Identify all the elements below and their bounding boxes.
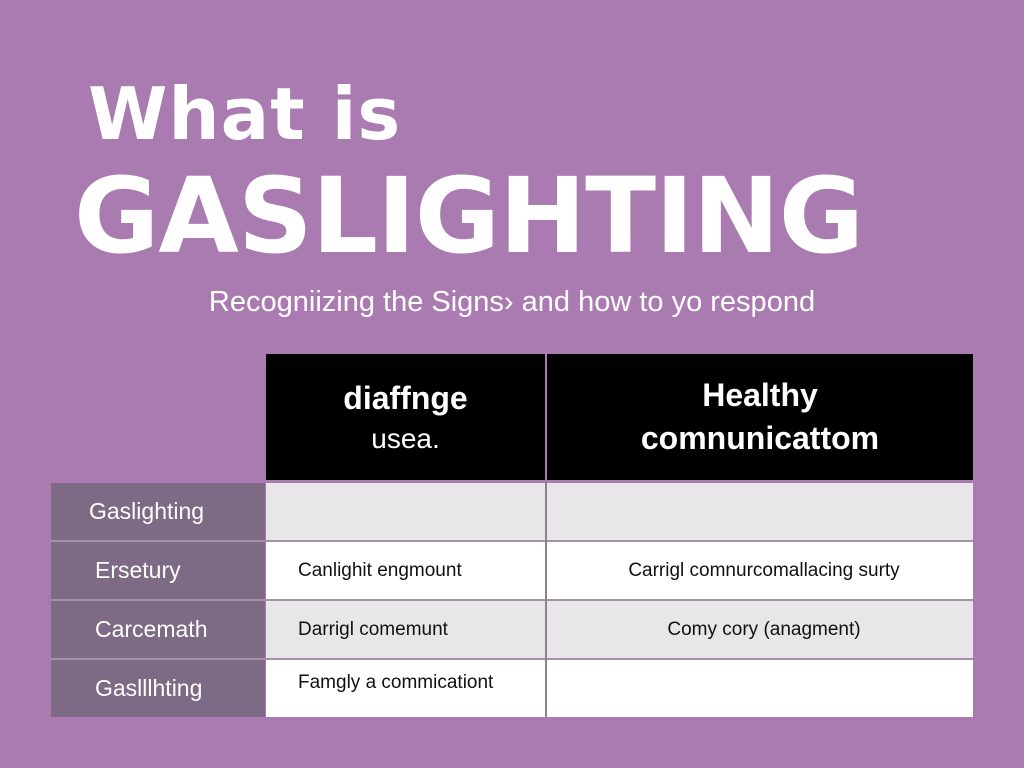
table-cell <box>266 483 545 540</box>
title-line-1: What is <box>88 72 402 156</box>
table-cell: Carrigl comnurcomallacing surty <box>547 542 973 599</box>
column-header-2-title: Healthy <box>702 376 818 413</box>
row-divider <box>51 658 973 660</box>
column-header-1-title: diaffnge <box>343 379 468 416</box>
row-label: Gaslighting <box>51 483 265 540</box>
table-cell: Comy cory (anagment) <box>547 601 973 658</box>
column-header-1: diaffnge usea. <box>266 354 545 480</box>
column-divider <box>545 482 547 716</box>
row-divider <box>51 540 973 542</box>
column-header-2: Healthy comnunicattom <box>547 354 973 480</box>
page-title: GASLIGHTING <box>74 155 864 277</box>
row-label: Ersetury <box>51 542 265 599</box>
column-header-1-subtitle: usea. <box>371 422 440 454</box>
table-cell <box>547 483 973 540</box>
row-label: Carcemath <box>51 601 265 658</box>
row-divider <box>51 599 973 601</box>
table-cell: Canlighit engmount <box>266 542 545 599</box>
column-header-2-subtitle: comnunicattom <box>640 420 880 456</box>
row-label: Gaslllhting <box>51 660 265 717</box>
table-cell: Darrigl comemunt <box>266 601 545 658</box>
table-cell <box>547 660 973 717</box>
table-cell: Famgly a commicationt <box>266 660 545 717</box>
subtitle: Recogniizing the Signs› and how to yo re… <box>208 286 816 318</box>
